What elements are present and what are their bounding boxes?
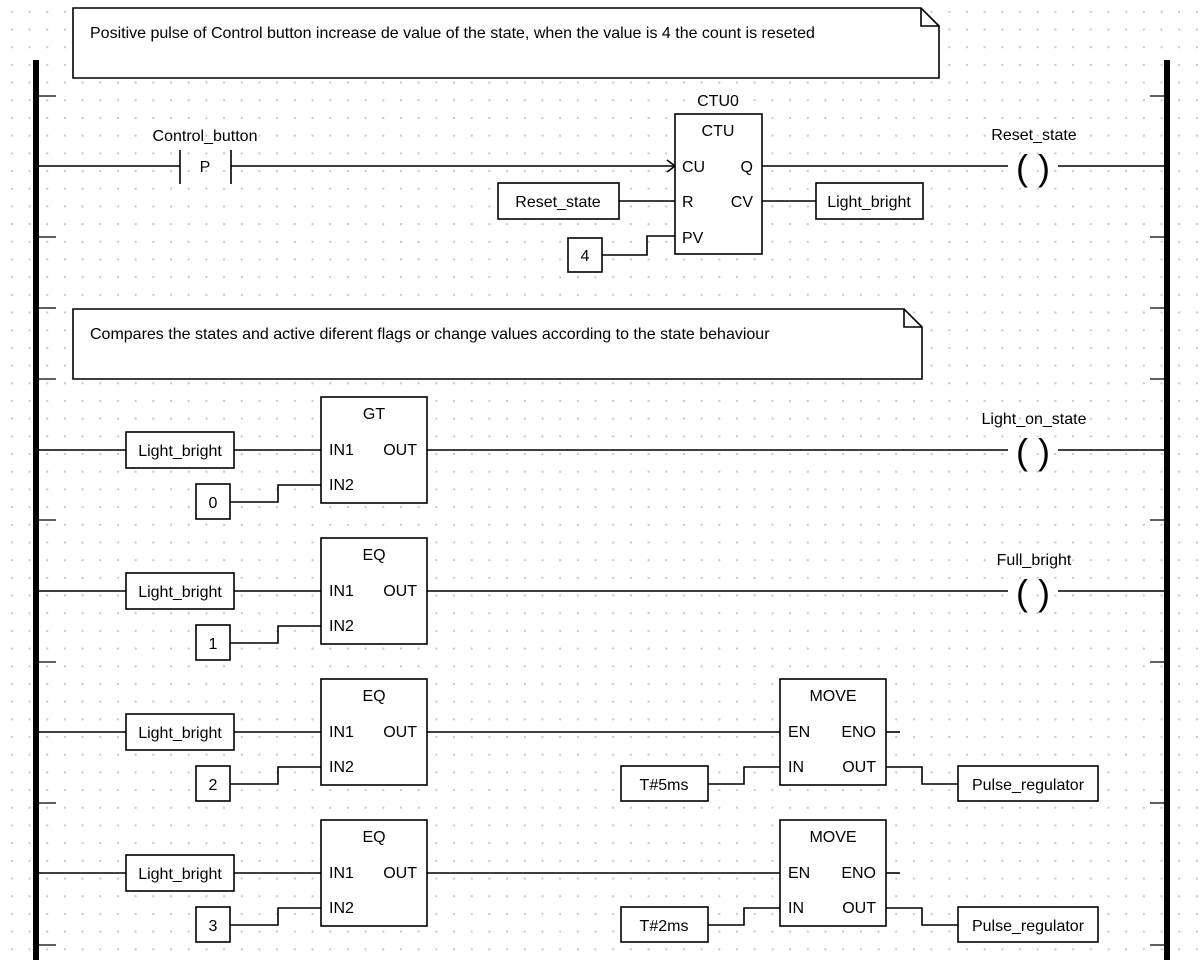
pin-in1: IN1	[329, 865, 354, 882]
eq-block[interactable]: EQ IN1 IN2 OUT	[320, 819, 428, 927]
pin-in2: IN2	[329, 900, 354, 917]
comment-box[interactable]: Compares the states and active diferent …	[72, 308, 923, 380]
pin-out: OUT	[383, 583, 417, 600]
pin-q: Q	[741, 159, 753, 176]
variable-name: Light_bright	[138, 866, 222, 883]
rung-compare: Light_bright 1 EQ IN1 IN2 OUT Full_brigh…	[36, 537, 1167, 661]
pin-out: OUT	[383, 865, 417, 882]
constant-value: 2	[209, 777, 218, 794]
pin-in: IN	[788, 900, 804, 917]
variable-name: Pulse_regulator	[972, 777, 1085, 794]
rung-compare: Light_bright 0 GT IN1 IN2 OUT Light_on_s…	[36, 396, 1167, 520]
variable-name: Pulse_regulator	[972, 918, 1085, 935]
input-variable[interactable]: Reset_state	[497, 182, 620, 220]
pin-r: R	[682, 194, 694, 211]
input-variable[interactable]: T#2ms	[620, 906, 709, 943]
pin-out: OUT	[383, 442, 417, 459]
constant-input[interactable]: 0	[195, 483, 231, 520]
comment-text: Positive pulse of Control button increas…	[90, 25, 815, 42]
contact[interactable]: P Control_button	[153, 128, 258, 184]
gt-block[interactable]: GT IN1 IN2 OUT	[320, 396, 428, 504]
input-variable[interactable]: T#5ms	[620, 765, 709, 802]
pin-eno: ENO	[841, 724, 876, 741]
pin-en: EN	[788, 724, 810, 741]
constant-input[interactable]: 2	[195, 765, 231, 802]
rung-move: Light_bright 3 EQ IN1 IN2 OUT MOVE EN IN…	[36, 819, 1099, 943]
constant-value: 3	[209, 918, 218, 935]
pin-in2: IN2	[329, 759, 354, 776]
counter-block[interactable]: CTU CU R PV Q CV	[674, 113, 763, 255]
constant-input[interactable]: 4	[567, 237, 603, 273]
comment-text: Compares the states and active diferent …	[90, 326, 770, 343]
coil[interactable]: Reset_state ( )	[991, 127, 1076, 188]
variable-name: Light_bright	[138, 725, 222, 742]
block-type: GT	[363, 406, 385, 423]
contact-type: P	[200, 159, 211, 176]
output-variable[interactable]: Pulse_regulator	[957, 765, 1099, 802]
pin-out: OUT	[383, 724, 417, 741]
block-type: MOVE	[809, 829, 856, 846]
block-type: EQ	[362, 829, 385, 846]
coil-symbol: ( )	[1016, 431, 1050, 472]
constant-value: 4	[581, 248, 590, 265]
input-variable[interactable]: Light_bright	[125, 431, 235, 469]
block-type: EQ	[362, 547, 385, 564]
constant-value: 0	[209, 495, 218, 512]
rung-move: Light_bright 2 EQ IN1 IN2 OUT MOVE EN IN…	[36, 678, 1099, 802]
variable-name: Reset_state	[515, 194, 600, 211]
pin-en: EN	[788, 865, 810, 882]
coil-symbol: ( )	[1016, 147, 1050, 188]
pin-in1: IN1	[329, 583, 354, 600]
pin-out: OUT	[842, 900, 876, 917]
output-variable[interactable]: Pulse_regulator	[957, 906, 1099, 943]
coil-variable: Full_bright	[997, 552, 1072, 569]
rung-counter: P Control_button CTU0 CTU CU R PV Q CV R…	[36, 93, 1167, 273]
pin-in2: IN2	[329, 477, 354, 494]
move-block[interactable]: MOVE EN IN ENO OUT	[779, 819, 887, 927]
block-type: CTU	[702, 123, 735, 140]
contact-variable: Control_button	[153, 128, 258, 145]
input-variable[interactable]: Light_bright	[125, 713, 235, 751]
coil-variable: Reset_state	[991, 127, 1076, 144]
variable-name: T#2ms	[640, 918, 689, 935]
variable-name: T#5ms	[640, 777, 689, 794]
variable-name: Light_bright	[138, 584, 222, 601]
pin-cv: CV	[731, 194, 754, 211]
pin-in2: IN2	[329, 618, 354, 635]
pin-eno: ENO	[841, 865, 876, 882]
coil-symbol: ( )	[1016, 572, 1050, 613]
pin-cu: CU	[682, 159, 705, 176]
pin-in: IN	[788, 759, 804, 776]
constant-input[interactable]: 1	[195, 624, 231, 661]
variable-name: Light_bright	[827, 194, 911, 211]
coil[interactable]: Light_on_state ( )	[982, 411, 1087, 472]
input-variable[interactable]: Light_bright	[125, 854, 235, 892]
move-block[interactable]: MOVE EN IN ENO OUT	[779, 678, 887, 786]
output-variable[interactable]: Light_bright	[815, 182, 924, 220]
pin-out: OUT	[842, 759, 876, 776]
block-instance-name: CTU0	[697, 93, 739, 110]
eq-block[interactable]: EQ IN1 IN2 OUT	[320, 537, 428, 645]
constant-input[interactable]: 3	[195, 906, 231, 943]
block-type: EQ	[362, 688, 385, 705]
comment-box[interactable]: Positive pulse of Control button increas…	[72, 7, 940, 79]
coil-variable: Light_on_state	[982, 411, 1087, 428]
pin-in1: IN1	[329, 724, 354, 741]
input-variable[interactable]: Light_bright	[125, 572, 235, 610]
block-type: MOVE	[809, 688, 856, 705]
pin-pv: PV	[682, 230, 704, 247]
constant-value: 1	[209, 636, 218, 653]
eq-block[interactable]: EQ IN1 IN2 OUT	[320, 678, 428, 786]
coil[interactable]: Full_bright ( )	[997, 552, 1072, 613]
rail-ticks	[36, 95, 1167, 946]
variable-name: Light_bright	[138, 443, 222, 460]
pin-in1: IN1	[329, 442, 354, 459]
